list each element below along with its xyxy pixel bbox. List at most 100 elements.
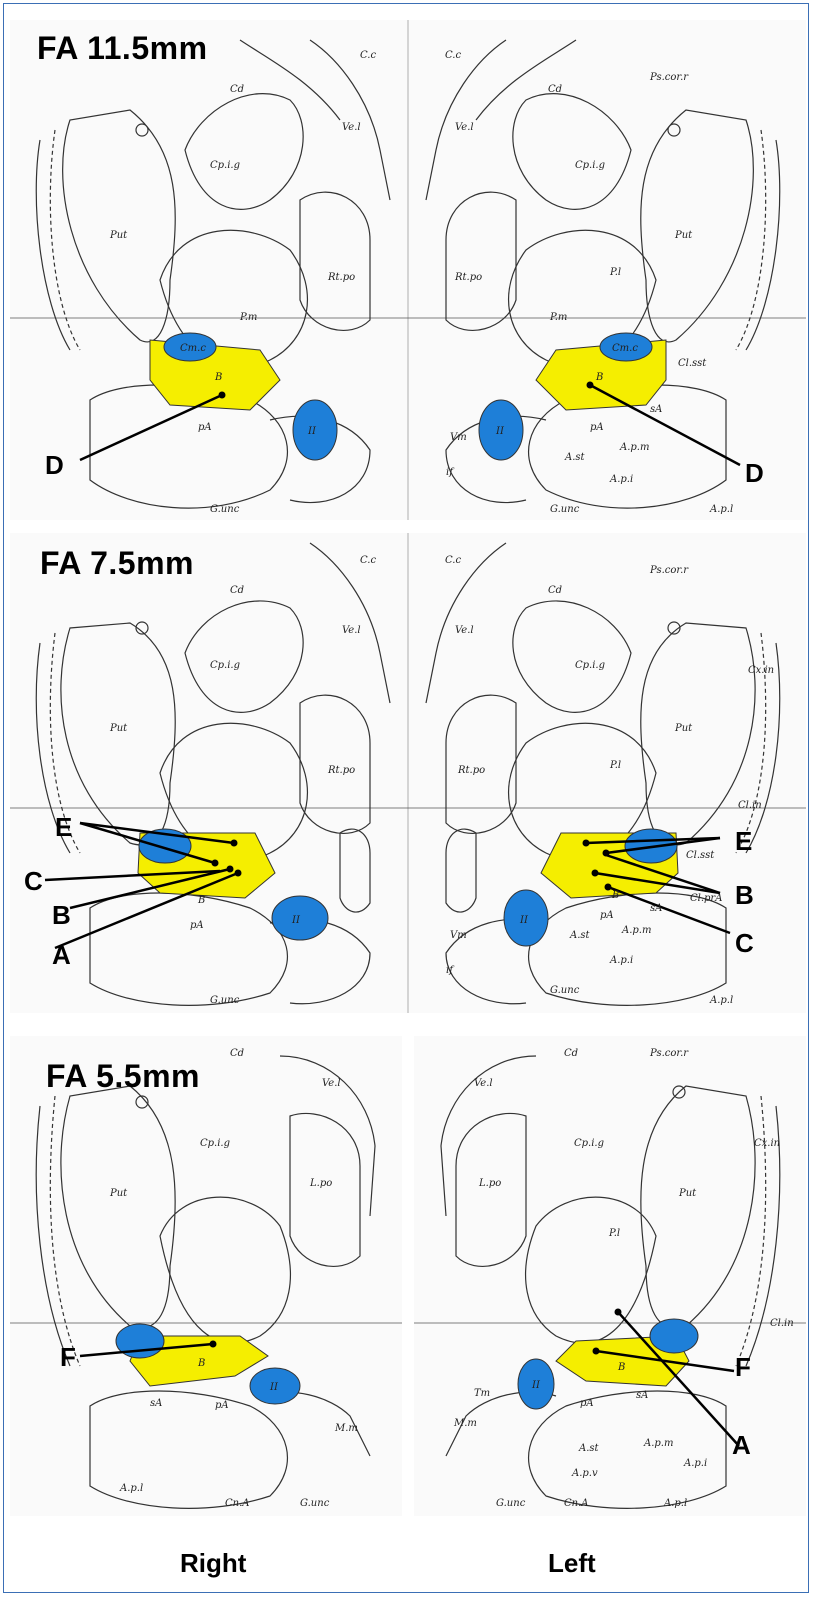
atlas-label: A.p.m — [619, 442, 649, 453]
pointer-label: C — [24, 866, 43, 897]
atlas-label: sA — [636, 1390, 648, 1401]
atlas-label: C.c — [360, 50, 376, 61]
atlas-label: B — [197, 1358, 205, 1369]
atlas-label: if — [446, 965, 455, 976]
atlas-label: A.p.l — [709, 995, 733, 1006]
atlas-label: Cl.in — [770, 1318, 794, 1329]
atlas-label: P.m — [239, 312, 257, 323]
atlas-label: II — [519, 915, 529, 926]
pointer-label: E — [735, 826, 752, 857]
atlas-label: II — [495, 426, 505, 437]
atlas-label: A.p.l — [663, 1498, 687, 1509]
pointer-label: D — [45, 450, 64, 481]
optic-tract-right — [272, 896, 328, 940]
section-title: FA 11.5mm — [37, 30, 208, 67]
atlas-label: Cm.c — [180, 343, 206, 354]
pointer-label: E — [55, 812, 72, 843]
atlas-label: Cd — [548, 585, 562, 596]
atlas-label: Cp.i.g — [574, 1138, 604, 1149]
atlas-label: Cn.A — [564, 1498, 589, 1509]
atlas-label: Ve.l — [342, 122, 361, 133]
atlas-label: L.po — [309, 1178, 332, 1189]
atlas-label: pA — [590, 422, 604, 433]
atlas-label: Vm — [450, 432, 467, 443]
atlas-label: Put — [109, 1188, 128, 1199]
atlas-label: Cl.sst — [686, 850, 715, 861]
atlas-drawing-11-5: Put Cd C.c Ve.l Cp.i.g Rt.po P.m B Cm.c … — [10, 20, 806, 520]
atlas-label: P.m — [549, 312, 567, 323]
atlas-label: Put — [674, 723, 693, 734]
atlas-label: pA — [580, 1398, 594, 1409]
atlas-label: Rt.po — [327, 272, 355, 283]
atlas-label: Cd — [548, 84, 562, 95]
atlas-label: P.l — [609, 760, 621, 771]
atlas-label: B — [611, 890, 619, 901]
atlas-label: Rt.po — [327, 765, 355, 776]
atlas-label: A.p.l — [709, 504, 733, 515]
pointer-label: F — [60, 1342, 76, 1373]
atlas-label: pA — [198, 422, 212, 433]
atlas-label: Ps.cor.r — [649, 1048, 689, 1059]
atlas-label: Ps.cor.r — [649, 565, 689, 576]
atlas-label: pA — [215, 1400, 229, 1411]
atlas-label: Ve.l — [342, 625, 361, 636]
atlas-label: G.unc — [550, 504, 580, 515]
atlas-label: Cd — [230, 1048, 244, 1059]
atlas-label: Put — [678, 1188, 697, 1199]
atlas-label: M.m — [453, 1418, 477, 1429]
atlas-label: B — [214, 372, 222, 383]
atlas-label: II — [531, 1380, 541, 1391]
atlas-label: A.p.m — [621, 925, 651, 936]
atlas-label: Tm — [474, 1388, 490, 1399]
atlas-label: Ve.l — [474, 1078, 493, 1089]
centromedial-nucleus-left — [650, 1319, 698, 1353]
atlas-drawing-5-5-right: Put Cd Ve.l Cp.i.g L.po B II pA sA A.p.l… — [10, 1036, 402, 1516]
atlas-label: Cn.A — [225, 1498, 250, 1509]
atlas-drawing-7-5: Put Cd C.c Ve.l Cp.i.g Rt.po B II pA G.u… — [10, 533, 806, 1013]
pointer-label: A — [732, 1430, 751, 1461]
atlas-label: Put — [109, 230, 128, 241]
atlas-label: Cp.i.g — [575, 160, 605, 171]
atlas-label: Cx.in — [754, 1138, 780, 1149]
atlas-panel-fa-5-5-right: Put Cd Ve.l Cp.i.g L.po B II pA sA A.p.l… — [10, 1036, 402, 1516]
atlas-label: Put — [109, 723, 128, 734]
atlas-label: Ps.cor.r — [649, 72, 689, 83]
atlas-label: Put — [674, 230, 693, 241]
atlas-label: Vm — [450, 930, 467, 941]
pointer-label: C — [735, 928, 754, 959]
atlas-label: A.st — [569, 930, 591, 941]
atlas-label: C.c — [445, 50, 461, 61]
section-title: FA 7.5mm — [40, 545, 194, 582]
atlas-label: G.unc — [210, 995, 240, 1006]
atlas-label: Cd — [230, 84, 244, 95]
atlas-label: Ve.l — [455, 122, 474, 133]
atlas-label: pA — [190, 920, 204, 931]
atlas-label: Cl.sst — [678, 358, 707, 369]
atlas-label: B — [617, 1362, 625, 1373]
atlas-label: II — [269, 1382, 279, 1393]
atlas-label: Cd — [230, 585, 244, 596]
atlas-label: II — [307, 426, 317, 437]
atlas-label: B — [595, 372, 603, 383]
atlas-label: A.p.v — [571, 1468, 598, 1479]
atlas-label: sA — [650, 404, 662, 415]
pointer-label: A — [52, 940, 71, 971]
atlas-label: G.unc — [300, 1498, 330, 1509]
atlas-label: M.m — [334, 1423, 358, 1434]
atlas-label: pA — [600, 910, 614, 921]
atlas-label: G.unc — [210, 504, 240, 515]
atlas-label: P.l — [609, 267, 621, 278]
atlas-label: A.st — [578, 1443, 600, 1454]
atlas-label: B — [197, 895, 205, 906]
atlas-label: Rt.po — [457, 765, 485, 776]
hemisphere-label-left: Left — [548, 1548, 596, 1579]
atlas-label: A.p.l — [119, 1483, 143, 1494]
atlas-label: Cp.i.g — [200, 1138, 230, 1149]
atlas-label: Cx.in — [748, 665, 774, 676]
atlas-label: G.unc — [496, 1498, 526, 1509]
atlas-label: Cp.i.g — [575, 660, 605, 671]
atlas-label: sA — [650, 903, 662, 914]
pointer-label: B — [735, 880, 754, 911]
atlas-label: Cl.in — [738, 800, 762, 811]
hemisphere-label-right: Right — [180, 1548, 246, 1579]
